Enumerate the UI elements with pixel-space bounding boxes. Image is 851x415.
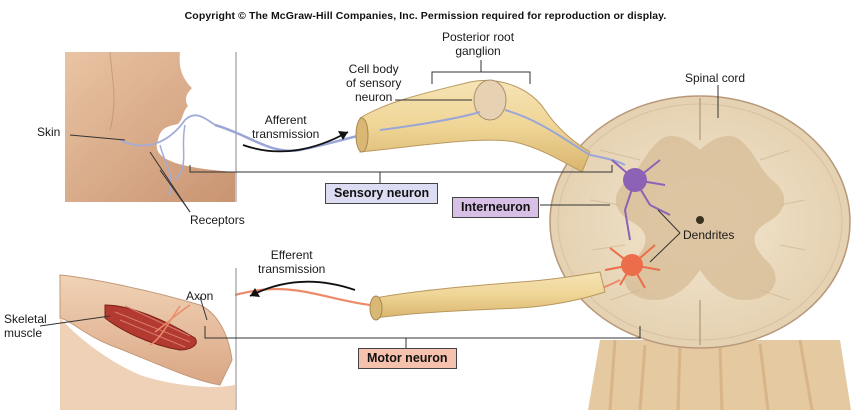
label-efferent: Efferent transmission — [258, 248, 325, 276]
efferent-arrow — [250, 282, 355, 297]
label-receptors: Receptors — [190, 213, 245, 227]
label-posterior-root-ganglion: Posterior root ganglion — [442, 30, 514, 58]
copyright-notice: Copyright © The McGraw-Hill Companies, I… — [0, 10, 851, 22]
label-afferent: Afferent transmission — [252, 113, 319, 141]
spinal-cord-column — [588, 340, 851, 410]
label-dendrites: Dendrites — [683, 228, 734, 242]
label-spinal-cord: Spinal cord — [685, 71, 745, 85]
label-skin: Skin — [37, 125, 60, 139]
spinal-cord-cross-section — [550, 96, 850, 348]
face-illustration — [65, 52, 236, 202]
motor-neuron-box: Motor neuron — [358, 348, 457, 369]
sensory-neuron-box: Sensory neuron — [325, 183, 438, 204]
ventral-root-nerve — [370, 272, 605, 320]
label-axon: Axon — [186, 289, 213, 303]
label-cell-body: Cell body of sensory neuron — [346, 62, 401, 104]
label-skeletal-muscle: Skeletal muscle — [4, 312, 47, 340]
interneuron-box: Interneuron — [452, 197, 539, 218]
